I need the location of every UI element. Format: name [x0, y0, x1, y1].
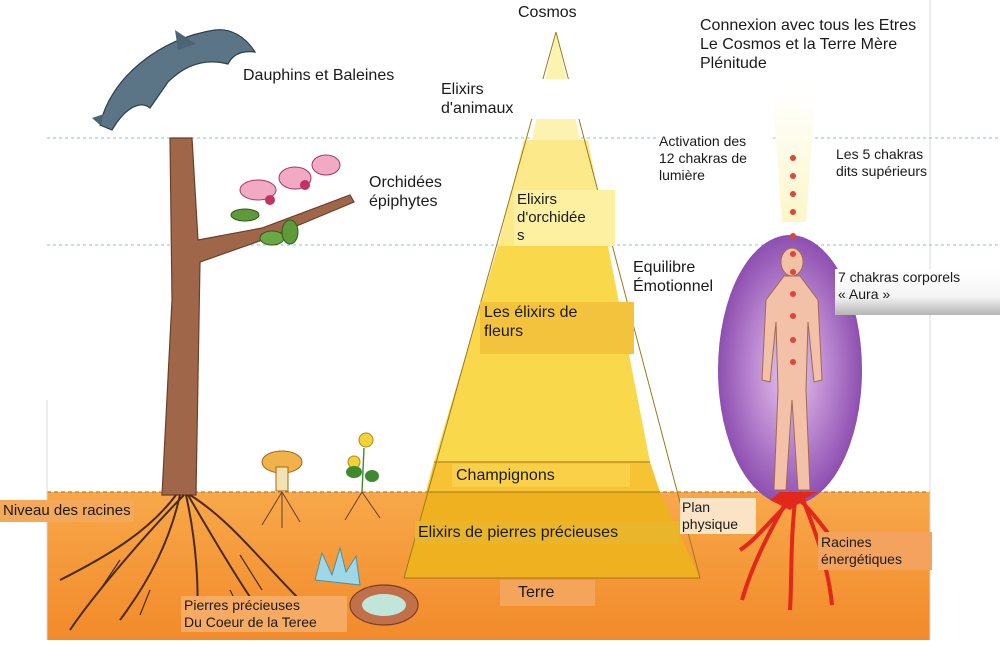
label-elixirs-pierres: Elixirs de pierres précieuses: [415, 521, 679, 545]
label-cinq-chakras: Les 5 chakras dits supérieurs: [836, 146, 928, 179]
label-champignons: Champignons: [452, 464, 630, 488]
dolphin-icon: [92, 29, 257, 131]
chakra-points: [790, 155, 796, 365]
label-terre: Terre: [518, 584, 555, 601]
pyramid-base-strip: [500, 580, 595, 606]
gemstone-icon: [349, 584, 419, 626]
label-elixirs-orchidees: Elixirs d'orchidée s: [514, 190, 615, 246]
label-niveau-racines: Niveau des racines: [0, 500, 134, 522]
label-sept-chakras: 7 chakras corporels « Aura »: [835, 269, 1000, 315]
orchid-icon: [230, 154, 341, 246]
label-equilibre: Equilibre Émotionnel: [633, 259, 714, 296]
label-activation: Activation des 12 chakras de lumière: [656, 132, 770, 185]
human-body-icon: [761, 247, 823, 491]
crystal-icon: [314, 546, 361, 586]
label-pierres-precieuses: Pierres précieuses Du Coeur de la Teree: [181, 596, 347, 632]
label-elixirs-fleurs: Les élixirs de fleurs: [480, 302, 634, 354]
mushroom-icon: [261, 450, 303, 528]
label-dauphins: Dauphins et Baleines: [243, 67, 395, 84]
yellow-flower-icon: [344, 432, 381, 521]
label-elixirs-animaux: Elixirs d'animaux: [438, 79, 622, 120]
label-connexion: Connexion avec tous les Etres Le Cosmos …: [700, 17, 917, 73]
label-cosmos: Cosmos: [518, 4, 577, 21]
label-orchidees-epiphytes: Orchidées épiphytes: [366, 172, 472, 213]
label-racines-energetiques: Racines énergétiques: [818, 532, 932, 570]
tree-icon: [59, 137, 355, 631]
label-plan-physique: Plan physique: [680, 498, 756, 534]
